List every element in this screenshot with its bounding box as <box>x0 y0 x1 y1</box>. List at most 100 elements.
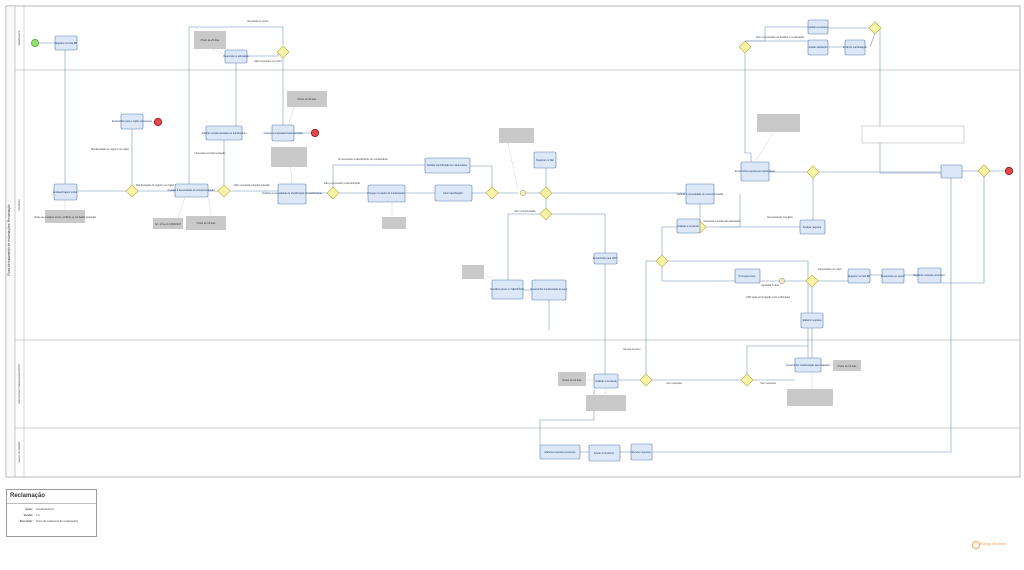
flow-label-recebida-prazo: Recebida no prazo <box>248 20 270 23</box>
gateway-prazo[interactable] <box>276 45 290 59</box>
legend-row-autor: Autor:Ouvidoria/CGU <box>13 508 54 511</box>
task-identificar-prazo[interactable] <box>491 279 524 300</box>
gateway-respondido[interactable] <box>805 274 819 288</box>
task-analisar-demanda-upr[interactable] <box>593 373 619 389</box>
task-solicitar-complementacao[interactable] <box>205 125 243 141</box>
task-label-2: Encaminhar para o órgão competente <box>112 120 153 123</box>
note-prazo-20-a: Prazo de 20 dias <box>201 39 221 42</box>
annotations: Antes de qualquer envio, verificar se há… <box>34 31 965 411</box>
tasks <box>53 19 963 462</box>
gateway-finalizar[interactable] <box>977 164 991 178</box>
task-label-18: Encaminhar resposta ao manifestante <box>735 170 776 173</box>
task-label-4: Solicitar complementação ao manifestante <box>201 132 247 135</box>
flow-label-registro: Manifestação de registro ou órgão <box>91 148 130 151</box>
legend-box: Reclamação Autor:Ouvidoria/CGU Versão:1.… <box>6 489 97 537</box>
task-label-5: Responder à solicitação <box>223 55 249 58</box>
gateways <box>125 21 991 387</box>
task-elaborar-resposta[interactable] <box>800 312 824 329</box>
legend-divider <box>7 503 96 504</box>
task-label-15: Analisar a demanda <box>677 225 699 228</box>
task-label-13: Identificar prazo no SEI/OFÍCIO <box>490 288 524 291</box>
task-label-27: Enviar à Ouvidoria <box>594 452 614 455</box>
task-avaliar-resposta[interactable] <box>807 19 829 35</box>
flow-label-resposta-adequada: Resposta considerada adequada <box>704 220 741 223</box>
gateway-satisfacao[interactable] <box>738 40 752 54</box>
task-encaminhar-upr[interactable] <box>593 252 618 265</box>
timer-event-identificacao[interactable] <box>519 189 527 197</box>
task-avaliar-satisfacao[interactable] <box>807 39 829 56</box>
task-elaborar-resposta-conclusiva[interactable] <box>539 444 581 460</box>
task-verificar-identificacao[interactable] <box>277 183 307 205</box>
flow-label-nao-respondeu: Não respondeu no prazo <box>254 60 282 63</box>
task-prorrogar-prazo[interactable] <box>734 268 761 284</box>
gateway-sem-resposta[interactable] <box>740 373 754 387</box>
legend-value: 1.0 <box>36 514 40 517</box>
task-receber-resposta[interactable] <box>630 443 653 461</box>
task-encaminhar-setor[interactable] <box>531 279 567 301</box>
task-encaminhar-orgao[interactable] <box>120 113 144 130</box>
task-analisar-resposta-complementacao[interactable] <box>271 124 295 142</box>
task-verificar-nova-informacao[interactable] <box>685 183 715 205</box>
end-event-final[interactable] <box>1004 166 1014 176</box>
pool-title: Fluxo de tratamento de reclamações: Recl… <box>7 204 11 275</box>
flow-label-sem-complexidade: Sem complexidade <box>514 210 536 213</box>
flow-label-e-necessario: É necessário a identificação do manifest… <box>338 158 388 161</box>
task-finalizar-manifestacao[interactable] <box>844 39 866 56</box>
note-prazo-10-b: Prazo de 10 dias <box>563 379 583 382</box>
lane-label-manifestante: Manifestante <box>17 30 21 45</box>
task-aferir-identificacao[interactable] <box>434 184 473 202</box>
gateway-identificacao[interactable] <box>326 186 340 200</box>
end-event-orgao[interactable] <box>153 117 163 127</box>
bizagi-brand: Bizagi Modeler <box>980 541 1007 546</box>
flow-label-necessita-complementacao: Necessita complementação <box>195 152 226 155</box>
bizagi-logo-icon <box>972 541 980 549</box>
task-enviar-ouvidoria[interactable] <box>588 444 621 462</box>
task-registrar-resposta-conclusiva[interactable] <box>917 267 942 284</box>
task-encaminhar-resposta[interactable] <box>740 161 770 182</box>
task-analisar-complementacao[interactable] <box>174 183 209 198</box>
task-encaminhar-manifestacao-resposta[interactable] <box>794 357 822 373</box>
task-label-31: Finalizar manifestação <box>843 46 868 49</box>
task-registrar-fala-br[interactable] <box>54 35 78 51</box>
task-label-0: Registrar no Fala.BR <box>55 42 78 45</box>
gateway-merge-identificacao[interactable] <box>485 186 499 200</box>
gateway-setor[interactable] <box>539 207 553 221</box>
task-label-25: Encaminhar manifestação para resposta <box>787 364 831 367</box>
timer-event[interactable] <box>778 277 786 285</box>
task-label-23: Elaborar resposta <box>803 319 823 322</box>
gateway-recorrer[interactable] <box>806 165 820 179</box>
task-responder-solicitacao[interactable] <box>224 49 248 64</box>
task-proteger-dados[interactable] <box>367 184 406 203</box>
task-finalizar-final[interactable] <box>940 164 963 179</box>
start-event[interactable] <box>31 39 39 47</box>
lane-label-area-tecnica: Área técnica / Responsável (UPR) <box>17 364 21 404</box>
end-event-sem-resposta[interactable] <box>310 128 320 138</box>
gateway-registro[interactable] <box>125 184 139 198</box>
task-solicitar-identificacao[interactable] <box>424 157 471 174</box>
task-label-8: Proteger os dados do manifestante <box>367 192 405 195</box>
lane-label-gestor: Gestor da unidade <box>17 441 21 463</box>
flow-label-necessitando-reanalise: Necessitando reanálise <box>767 216 794 219</box>
task-label-7: Verificar a necessidade de identificação… <box>262 192 322 195</box>
task-label-1: Analisar/triagem inicial <box>53 191 77 194</box>
flow-label-respondido-prazo: Respondido no prazo <box>818 268 842 271</box>
sequence-flows <box>39 26 1005 453</box>
task-analisar-demanda[interactable] <box>676 218 701 234</box>
task-label-6: Analisar a resposta/complementação <box>263 132 303 135</box>
gateway-complexidade[interactable] <box>539 186 553 200</box>
task-registrar-sei[interactable] <box>533 151 557 169</box>
task-label-17: Analisar resposta <box>803 226 822 229</box>
task-analisar-triagem[interactable] <box>53 183 78 201</box>
gateway-complementacao[interactable] <box>217 184 231 198</box>
gateway-analise[interactable] <box>655 254 669 268</box>
gateway-prazo-upr[interactable] <box>639 373 653 387</box>
legend-value: Ouvidoria/CGU <box>36 508 54 511</box>
task-analisar-resposta[interactable] <box>799 219 826 235</box>
flow-label-sem-resposta-1: Sem resposta <box>666 382 682 385</box>
task-encaminhar-gestor[interactable] <box>881 268 905 284</box>
task-labels: Registrar no Fala.BR Analisar/triagem in… <box>53 26 945 455</box>
lane-label-ouvidoria: Ouvidoria <box>17 199 21 211</box>
gateway-merge-final[interactable] <box>868 21 882 35</box>
task-registrar-fala-br-2[interactable] <box>847 268 871 284</box>
